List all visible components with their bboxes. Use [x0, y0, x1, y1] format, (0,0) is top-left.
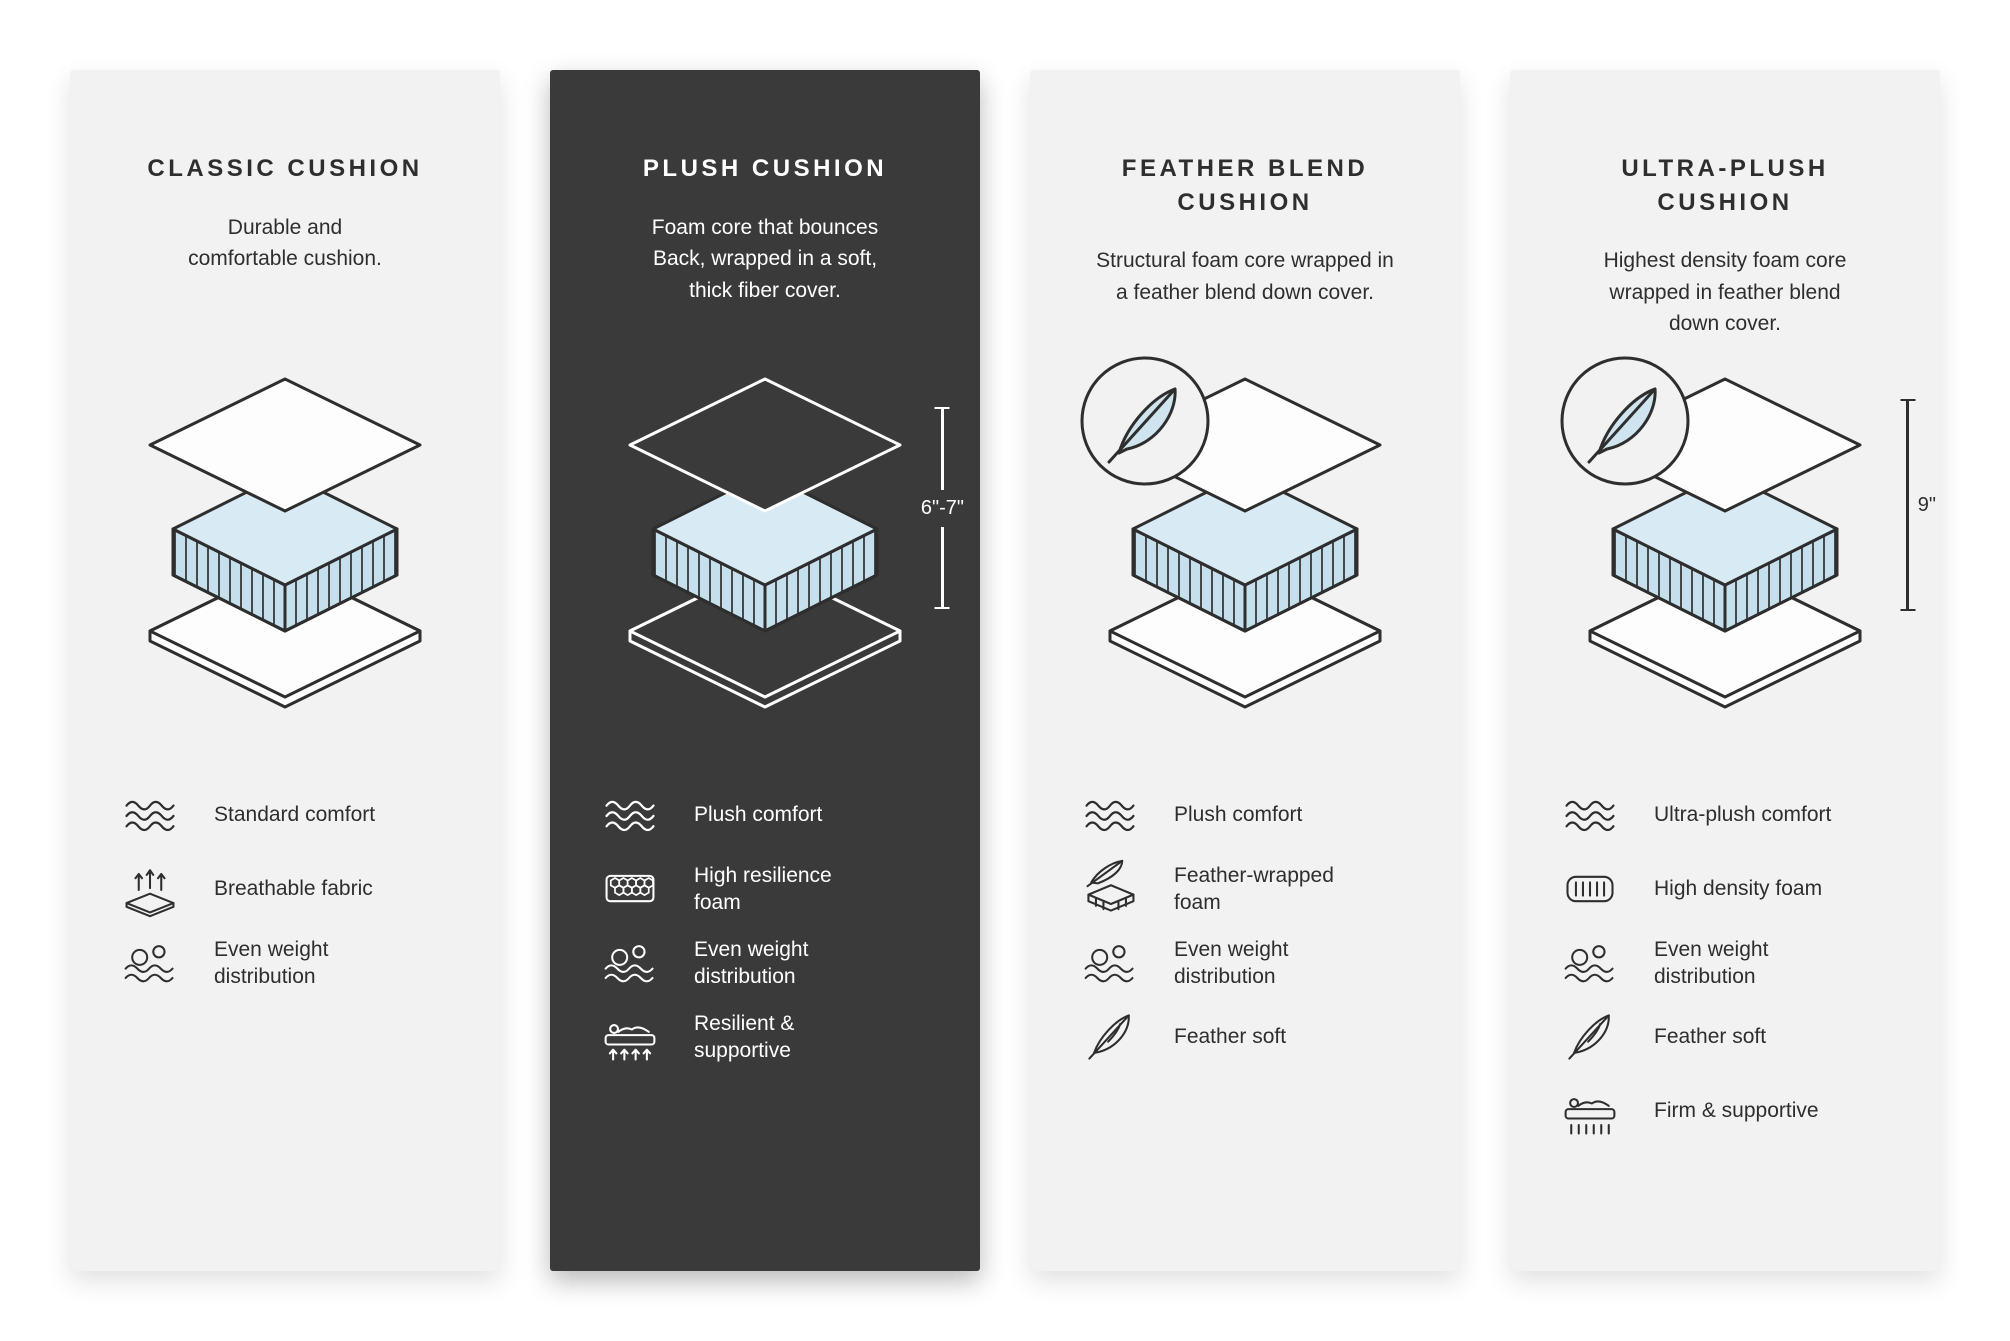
feature-row: Standard comfort — [120, 785, 480, 845]
feature-list: Plush comfort Feather-wrapped foam Even … — [1030, 785, 1460, 1067]
density-foam-icon — [1560, 859, 1620, 919]
feature-label: Resilient & supportive — [694, 1011, 795, 1062]
cushion-layers-diagram: 6"-7" — [550, 335, 980, 755]
card-header: ULTRA-PLUSH CUSHION Highest density foam… — [1510, 70, 1940, 335]
card-description: Structural foam core wrapped in a feathe… — [1096, 249, 1394, 304]
card-header: FEATHER BLEND CUSHION Structural foam co… — [1030, 70, 1460, 335]
cushion-layers-diagram — [70, 335, 500, 755]
measurement-label: 6"-7" — [920, 496, 964, 519]
feature-list: Plush comfort High resilience foam Even … — [550, 785, 980, 1067]
weight-distribution-icon — [1560, 933, 1620, 993]
feature-list: Standard comfort Breathable fabric Even … — [70, 785, 500, 993]
weight-distribution-icon — [1080, 933, 1140, 993]
cushion-layers-diagram: 9" — [1510, 335, 1940, 755]
feather-icon — [1080, 1007, 1140, 1067]
height-measurement: 9" — [1906, 399, 1936, 611]
card-description: Foam core that bounces Back, wrapped in … — [651, 215, 879, 302]
card-feather-blend-cushion: FEATHER BLEND CUSHION Structural foam co… — [1030, 70, 1460, 1271]
measurement-label: 9" — [1917, 493, 1936, 516]
feature-row: Feather soft — [1560, 1007, 1920, 1067]
feature-label: Ultra-plush comfort — [1654, 803, 1832, 827]
feather-icon — [1560, 1007, 1620, 1067]
card-header: PLUSH CUSHION Foam core that bounces Bac… — [550, 70, 980, 335]
feature-label: Feather soft — [1174, 1025, 1287, 1049]
waves-icon — [1080, 785, 1140, 845]
feature-label: Even weight distribution — [1174, 937, 1289, 988]
feature-label: Plush comfort — [1174, 803, 1303, 827]
feature-label: Standard comfort — [214, 803, 376, 827]
feature-row: Breathable fabric — [120, 859, 480, 919]
feature-label: Feather-wrapped foam — [1174, 863, 1334, 914]
feature-label: Breathable fabric — [214, 877, 373, 901]
measure-line-top — [941, 407, 944, 490]
weight-distribution-icon — [120, 933, 180, 993]
feature-list: Ultra-plush comfort High density foam Ev… — [1510, 785, 1940, 1141]
feature-row: Ultra-plush comfort — [1560, 785, 1920, 845]
cushion-stack-illustration — [628, 377, 902, 709]
honeycomb-foam-icon — [600, 859, 660, 919]
card-description: Durable and comfortable cushion. — [188, 215, 382, 271]
feature-row: Resilient & supportive — [600, 1007, 960, 1067]
feature-label: Plush comfort — [694, 803, 823, 827]
feature-label: High resilience foam — [694, 863, 832, 914]
cushion-stack-illustration — [1080, 356, 1382, 709]
feature-row: Feather-wrapped foam — [1080, 859, 1440, 919]
feather-wrapped-foam-icon — [1080, 859, 1140, 919]
feature-row: Even weight distribution — [600, 933, 960, 993]
card-title: CLASSIC CUSHION — [147, 155, 423, 182]
weight-distribution-icon — [600, 933, 660, 993]
waves-icon — [120, 785, 180, 845]
breathable-icon — [120, 859, 180, 919]
feature-label: Firm & supportive — [1654, 1099, 1819, 1123]
cushion-layers-diagram — [1030, 335, 1460, 755]
feature-row: Even weight distribution — [1080, 933, 1440, 993]
card-ultra-plush-cushion: ULTRA-PLUSH CUSHION Highest density foam… — [1510, 70, 1940, 1271]
feature-row: High resilience foam — [600, 859, 960, 919]
cushion-stack-illustration — [1560, 356, 1862, 709]
feature-label: Even weight distribution — [694, 937, 809, 988]
feature-row: Feather soft — [1080, 1007, 1440, 1067]
measure-line — [1906, 399, 1909, 611]
feature-row: High density foam — [1560, 859, 1920, 919]
resilient-supportive-icon — [600, 1007, 660, 1067]
feature-row: Firm & supportive — [1560, 1081, 1920, 1141]
feature-row: Even weight distribution — [120, 933, 480, 993]
cushion-stack-illustration — [148, 377, 422, 709]
height-measurement: 6"-7" — [921, 407, 964, 609]
feature-row: Even weight distribution — [1560, 933, 1920, 993]
card-plush-cushion: PLUSH CUSHION Foam core that bounces Bac… — [550, 70, 980, 1271]
feature-row: Plush comfort — [1080, 785, 1440, 845]
feature-label: High density foam — [1654, 877, 1823, 901]
waves-icon — [600, 785, 660, 845]
measure-line-bottom — [941, 526, 944, 609]
card-classic-cushion: CLASSIC CUSHION Durable and comfortable … — [70, 70, 500, 1271]
feather-badge-icon — [1080, 356, 1210, 486]
card-header: CLASSIC CUSHION Durable and comfortable … — [70, 70, 500, 335]
feature-label: Feather soft — [1654, 1025, 1767, 1049]
feature-label: Even weight distribution — [214, 937, 329, 988]
card-title: FEATHER BLEND CUSHION — [1121, 155, 1369, 216]
feature-row: Plush comfort — [600, 785, 960, 845]
firm-supportive-icon — [1560, 1081, 1620, 1141]
waves-icon — [1560, 785, 1620, 845]
card-description: Highest density foam core wrapped in fea… — [1603, 249, 1847, 336]
card-title: PLUSH CUSHION — [642, 155, 888, 182]
feature-label: Even weight distribution — [1654, 937, 1769, 988]
feather-badge-icon — [1560, 356, 1690, 486]
card-title: ULTRA-PLUSH CUSHION — [1621, 155, 1829, 216]
